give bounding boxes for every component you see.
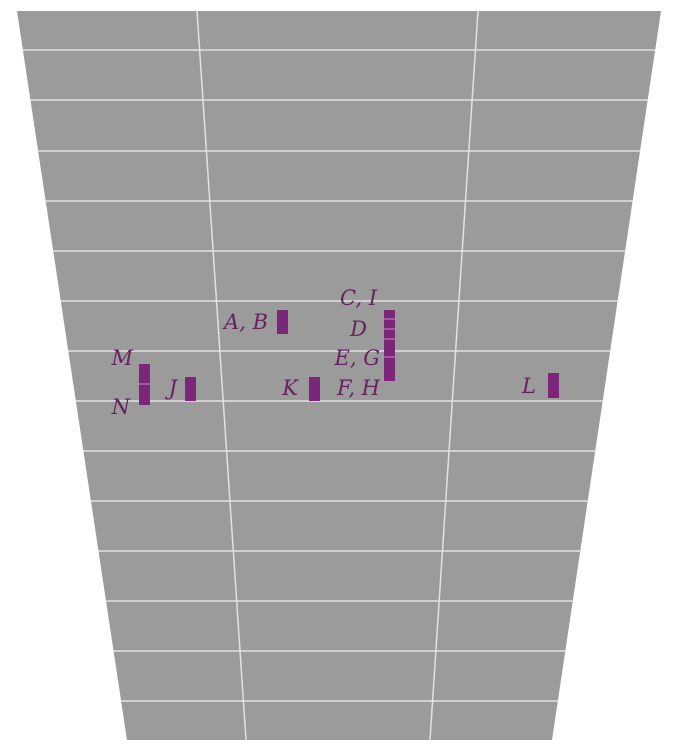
label-d: D [349, 317, 367, 341]
marker-c-i-d-e-g [384, 310, 395, 381]
marker-a-b [277, 310, 288, 334]
label-a-b: A, B [222, 310, 268, 334]
grid-column-line [196, 10, 247, 741]
floor-grid [22, 10, 656, 741]
label-e-g: E, G [334, 346, 380, 370]
label-j: J [165, 376, 179, 400]
label-f-h: F, H [336, 376, 381, 400]
marker-j [185, 377, 196, 401]
label-m: M [110, 346, 133, 370]
label-c-i: C, I [340, 286, 378, 310]
grid-column-line [429, 10, 479, 741]
label-l: L [521, 374, 536, 398]
floor-trapezoid [17, 11, 661, 740]
marker-l [548, 373, 559, 398]
label-n: N [111, 395, 131, 419]
marker-k [309, 377, 320, 401]
label-k: K [281, 376, 299, 400]
